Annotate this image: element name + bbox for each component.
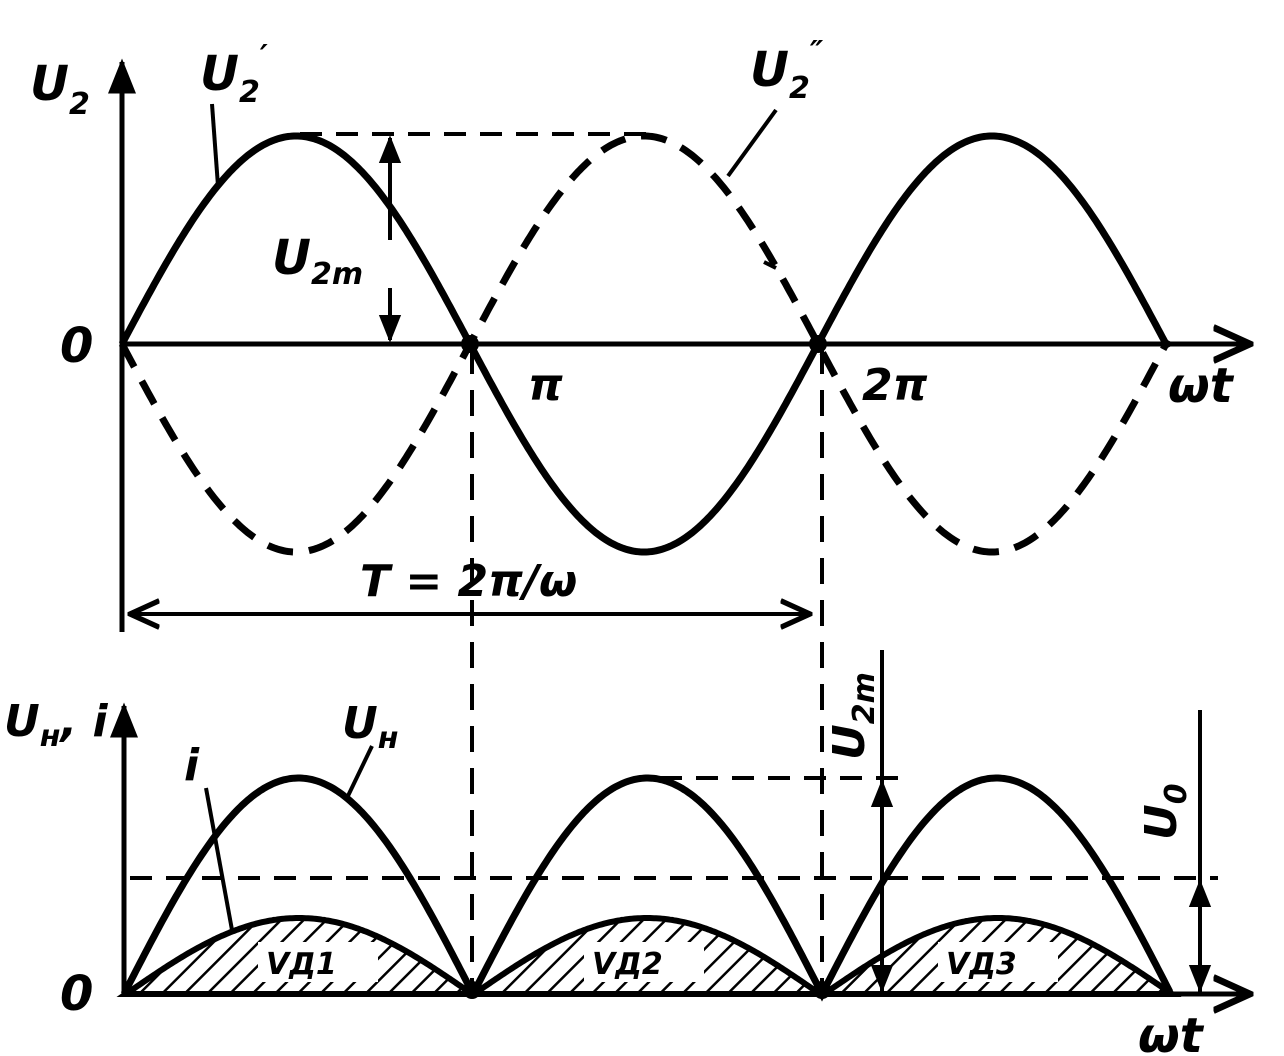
vd1-label-bg: [258, 942, 378, 982]
current-label: i: [184, 740, 200, 791]
bottom-x-axis-label: ωt: [1138, 1008, 1205, 1056]
tick-mark: [763, 260, 777, 270]
u0-vertical-label: U0: [1136, 783, 1194, 840]
current-leader: [204, 787, 234, 931]
vd3-label-bg: [938, 942, 1058, 982]
crossing-2pi-dot: [809, 335, 827, 353]
u2-prime-leader: [210, 103, 220, 187]
period-label: T = 2π/ω: [360, 556, 577, 607]
top-x-axis-label: ωt: [1168, 358, 1235, 414]
vd3-label: VД3: [946, 947, 1017, 982]
bottom-origin-label: 0: [60, 966, 93, 1022]
bottom-crossing-pi-dot: [463, 981, 481, 999]
top-plot: U2 0 U2′ U2″ U2m π 2π ωt T = 2π/ω: [30, 35, 1250, 632]
pi-label: π: [528, 360, 563, 411]
bottom-crossing-2pi-dot: [813, 981, 831, 999]
bottom-y-axis-label: Uн, i: [4, 696, 109, 754]
crossing-pi-dot: [461, 335, 479, 353]
vd1-label: VД1: [266, 947, 337, 982]
u2-double-prime-leader: [726, 108, 778, 178]
u2m-vertical-label: U2m: [824, 672, 882, 760]
load-voltage-curve: [120, 774, 1174, 1002]
u2-prime-label: U2′: [200, 39, 268, 110]
u2-prime-curve: [118, 132, 1172, 556]
two-pi-label: 2π: [862, 360, 928, 411]
vd2-label-bg: [584, 942, 704, 982]
load-voltage-label: Uн: [342, 698, 398, 756]
top-y-axis-label: U2: [30, 56, 90, 122]
bottom-plot: Uн, i 0 i Uн VД1 VД2 VД3 ωt U2m U0: [4, 650, 1250, 1056]
vd2-label: VД2: [592, 947, 663, 982]
load-voltage-leader: [344, 745, 374, 801]
top-origin-label: 0: [60, 318, 93, 374]
amplitude-label: U2m: [272, 230, 363, 292]
u2-double-prime-label: U2″: [750, 35, 824, 106]
